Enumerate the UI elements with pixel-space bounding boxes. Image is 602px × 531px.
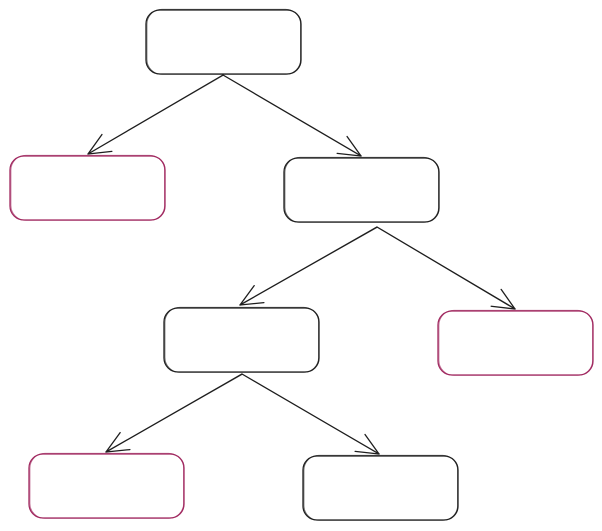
internal-node: [145, 8, 302, 75]
edge-arrowhead: [105, 431, 131, 453]
edge-line-sketch: [106, 374, 243, 453]
internal-node: [163, 306, 320, 373]
node-box: [283, 157, 440, 223]
edge-arrowhead: [87, 133, 113, 155]
leaf-node: [437, 309, 594, 376]
edge-arrow: [222, 74, 362, 157]
node-box: [302, 455, 459, 521]
node-box-sketch: [284, 156, 439, 223]
edge-arrow: [376, 226, 516, 310]
edge-arrowhead: [336, 135, 362, 157]
node-box-sketch: [303, 454, 458, 521]
node-box: [9, 155, 166, 221]
node-box: [28, 453, 185, 519]
edge-arrowhead: [490, 288, 516, 310]
edge-arrow: [239, 226, 378, 306]
edge-line-sketch: [240, 227, 378, 306]
node-box-sketch: [146, 8, 301, 75]
node-box: [437, 310, 594, 376]
edge-line-sketch: [377, 227, 516, 310]
edge-arrow: [105, 373, 243, 453]
edge-line-sketch: [242, 374, 380, 455]
node-box-sketch: [438, 309, 593, 376]
edge-arrowhead: [354, 433, 380, 455]
edges-layer: [87, 74, 516, 455]
edge-arrowhead: [239, 285, 265, 306]
node-box: [145, 9, 302, 75]
edge-line-sketch: [88, 75, 224, 154]
internal-node: [302, 454, 459, 521]
node-box-sketch: [29, 452, 184, 519]
edge-arrow: [241, 373, 380, 455]
leaf-node: [28, 452, 185, 519]
nodes-layer: [9, 8, 594, 521]
internal-node: [283, 156, 440, 223]
leaf-node: [9, 154, 166, 221]
edge-arrow: [87, 74, 224, 155]
edge-line-sketch: [223, 75, 362, 156]
node-box-sketch: [10, 154, 165, 221]
node-box: [163, 307, 320, 373]
node-box-sketch: [164, 306, 319, 373]
